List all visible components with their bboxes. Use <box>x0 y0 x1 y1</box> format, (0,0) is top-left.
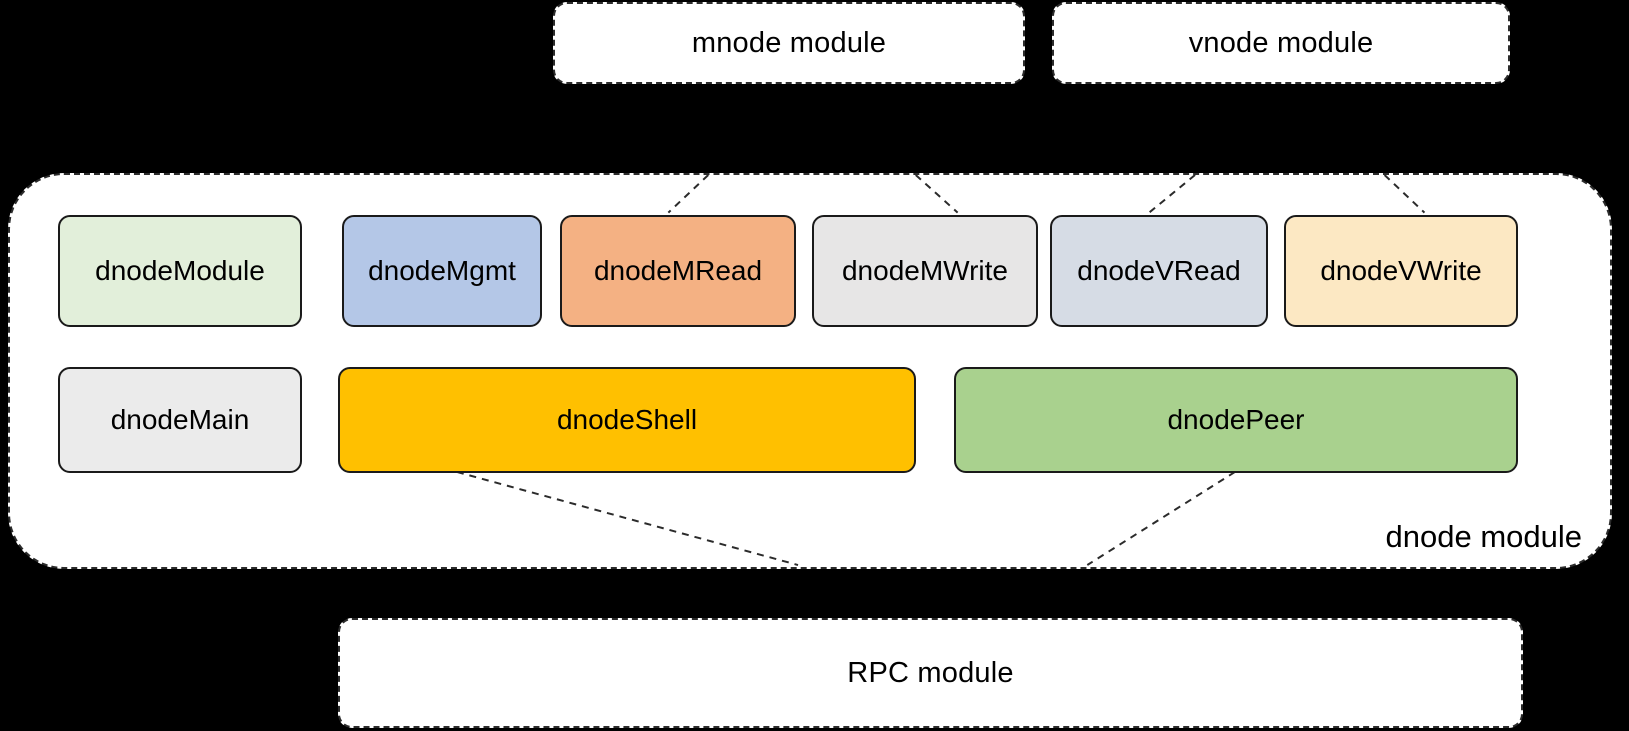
node-dnode-mwrite[interactable]: dnodeMWrite <box>812 215 1038 327</box>
connector-mnode-module-to-dnode-mread <box>667 175 709 214</box>
connector-vnode-module-to-dnode-vwrite <box>1383 175 1426 214</box>
rpc-module-box[interactable]: RPC module <box>338 618 1523 728</box>
node-label-dnode-peer: dnodePeer <box>1167 404 1305 435</box>
dnode-module-container[interactable]: dnodeModule dnodeMgmt dnodeMRead dnodeMW… <box>8 173 1612 569</box>
mnode-module-box[interactable]: mnode module <box>553 2 1025 84</box>
node-dnode-main[interactable]: dnodeMain <box>58 367 302 473</box>
mnode-module-label: mnode module <box>691 26 887 59</box>
node-dnode-shell[interactable]: dnodeShell <box>338 367 916 473</box>
node-label-dnode-mread: dnodeMRead <box>593 255 763 286</box>
dnode-module-label: dnode module <box>1385 519 1583 554</box>
node-label-dnode-shell: dnodeShell <box>556 404 698 435</box>
connector-mnode-module-to-dnode-mwrite <box>915 175 959 214</box>
node-dnode-peer[interactable]: dnodePeer <box>954 367 1518 473</box>
connector-vnode-module-to-dnode-vread <box>1148 175 1196 214</box>
node-dnode-module[interactable]: dnodeModule <box>58 215 302 327</box>
node-dnode-vread[interactable]: dnodeVRead <box>1050 215 1268 327</box>
node-dnode-mgmt[interactable]: dnodeMgmt <box>342 215 542 327</box>
connector-dnode-shell-to-rpc-module <box>456 471 799 566</box>
connector-dnode-peer-to-rpc-module <box>1086 471 1236 566</box>
node-label-dnode-vwrite: dnodeVWrite <box>1320 255 1482 286</box>
node-label-dnode-mgmt: dnodeMgmt <box>368 255 516 286</box>
rpc-module-label: RPC module <box>847 656 1014 689</box>
node-label-dnode-vread: dnodeVRead <box>1077 255 1241 286</box>
node-label-dnode-main: dnodeMain <box>110 404 250 435</box>
node-dnode-vwrite[interactable]: dnodeVWrite <box>1284 215 1518 327</box>
node-label-dnode-module: dnodeModule <box>95 255 265 286</box>
vnode-module-box[interactable]: vnode module <box>1052 2 1510 84</box>
node-dnode-mread[interactable]: dnodeMRead <box>560 215 796 327</box>
node-label-dnode-mwrite: dnodeMWrite <box>841 255 1008 286</box>
vnode-module-label: vnode module <box>1188 26 1374 59</box>
